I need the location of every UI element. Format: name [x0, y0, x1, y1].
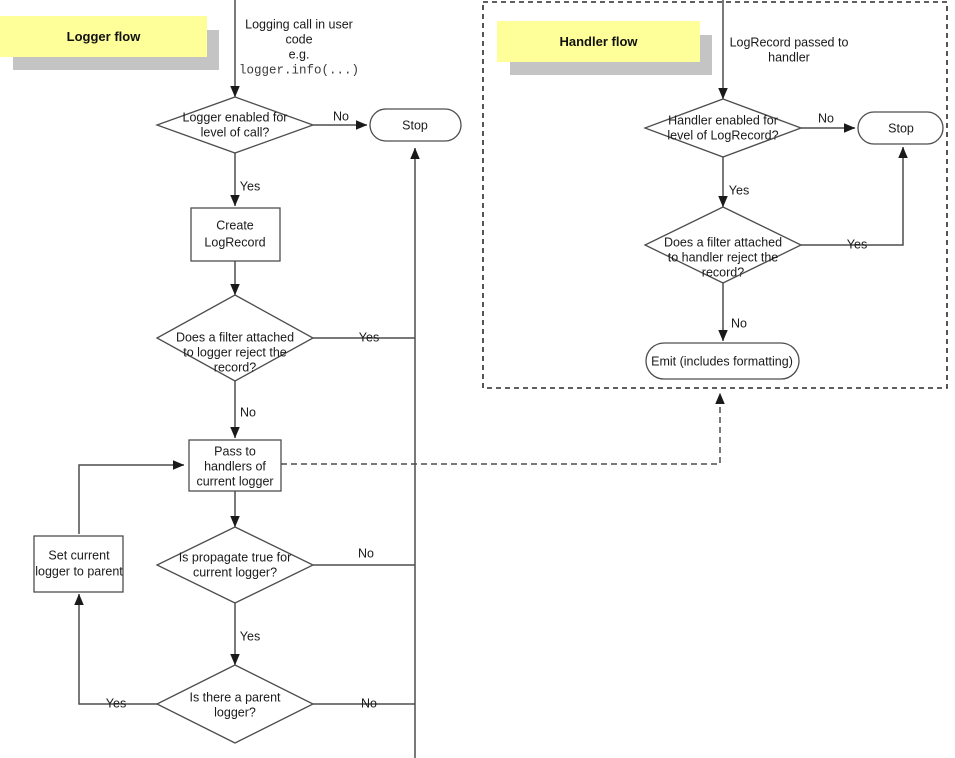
edge-label-logger-enabled-no: No	[333, 109, 349, 123]
edge-pass-to-handler-flow-dashed	[281, 392, 725, 465]
logger-entry-note-code: logger.info(...)	[239, 63, 359, 77]
edge-label-handler-enabled-yes: Yes	[729, 183, 749, 197]
logger-entry-note-line-1: Logging call in user	[245, 17, 353, 31]
logger-entry-note-line-2: code	[285, 32, 312, 46]
parent-logger-decision-line-2: logger?	[214, 705, 256, 719]
logger-filter-decision[interactable]	[155, 294, 315, 382]
handler-stop-terminator-label: Stop	[888, 121, 914, 135]
handler-stop-terminator[interactable]	[857, 111, 944, 145]
logger-flow-banner: Logger flow	[0, 16, 220, 72]
logger-filter-decision-line-3: record?	[214, 360, 256, 374]
logger-enabled-decision-line-1: Logger enabled for	[183, 110, 288, 124]
handler-flow-banner-label: Handler flow	[559, 34, 638, 49]
logger-flow-banner-label: Logger flow	[66, 29, 141, 44]
emit-terminator-label: Emit (includes formatting)	[651, 354, 793, 368]
propagate-decision[interactable]	[155, 526, 315, 604]
logger-enabled-decision-line-2: level of call?	[201, 125, 270, 139]
handler-filter-decision-line-3: record?	[702, 265, 744, 279]
handler-enabled-decision-line-1: Handler enabled for	[668, 113, 778, 127]
emit-terminator[interactable]	[645, 342, 800, 380]
pass-to-handlers-line-1: Pass to	[214, 444, 256, 458]
create-logrecord-line-1: Create	[216, 218, 254, 232]
parent-logger-decision[interactable]	[155, 664, 315, 744]
handler-entry-note-line-1: LogRecord passed to	[730, 35, 849, 49]
set-current-logger-line-2: logger to parent	[35, 564, 123, 578]
pass-to-handlers-line-3: current logger	[196, 474, 273, 488]
logger-entry-note-line-3: e.g.	[289, 47, 310, 61]
propagate-decision-line-1: Is propagate true for	[179, 550, 292, 564]
logger-stop-terminator[interactable]	[369, 108, 462, 142]
handler-filter-decision[interactable]	[643, 206, 803, 284]
edge-label-logger-filter-no: No	[240, 405, 256, 419]
logger-enabled-decision[interactable]	[155, 96, 315, 154]
create-logrecord-process[interactable]	[190, 207, 281, 262]
logger-filter-decision-line-2: to logger reject the	[183, 345, 287, 359]
handler-flow-banner-face: Handler flow	[497, 21, 700, 62]
edge-label-parent-no: No	[361, 696, 377, 710]
edge-set-current-to-pass	[78, 460, 185, 534]
edge-label-propagate-no: No	[358, 546, 374, 560]
edge-label-logger-filter-yes: Yes	[359, 330, 379, 344]
edge-parent-yes-to-set-current	[74, 593, 158, 705]
handler-flow-container	[482, 1, 948, 389]
set-current-logger-process[interactable]	[33, 535, 124, 593]
handler-flow-banner: Handler flow	[497, 21, 712, 77]
handler-enabled-decision[interactable]	[643, 98, 803, 158]
logger-flow-banner-face: Logger flow	[0, 16, 207, 57]
edge-label-parent-yes: Yes	[106, 696, 126, 710]
pass-to-handlers-line-2: handlers of	[204, 459, 266, 473]
logger-stop-terminator-label: Stop	[402, 118, 428, 132]
handler-filter-decision-line-1: Does a filter attached	[664, 235, 782, 249]
edge-handler-filter-yes-to-stop	[801, 146, 908, 246]
propagate-decision-line-2: current logger?	[193, 565, 277, 579]
pass-to-handlers-process[interactable]	[188, 439, 282, 492]
edge-label-handler-filter-yes: Yes	[847, 237, 867, 251]
handler-filter-decision-line-2: to handler reject the	[668, 250, 779, 264]
edge-label-logger-enabled-yes: Yes	[240, 179, 260, 193]
create-logrecord-line-2: LogRecord	[204, 235, 265, 249]
handler-entry-note-line-2: handler	[768, 50, 810, 64]
edge-label-propagate-yes: Yes	[240, 629, 260, 643]
set-current-logger-line-1: Set current	[48, 548, 110, 562]
handler-enabled-decision-line-2: level of LogRecord?	[667, 128, 778, 142]
edge-label-handler-enabled-no: No	[818, 111, 834, 125]
logger-filter-decision-line-1: Does a filter attached	[176, 330, 294, 344]
edge-label-handler-filter-no: No	[731, 316, 747, 330]
parent-logger-decision-line-1: Is there a parent	[189, 690, 281, 704]
